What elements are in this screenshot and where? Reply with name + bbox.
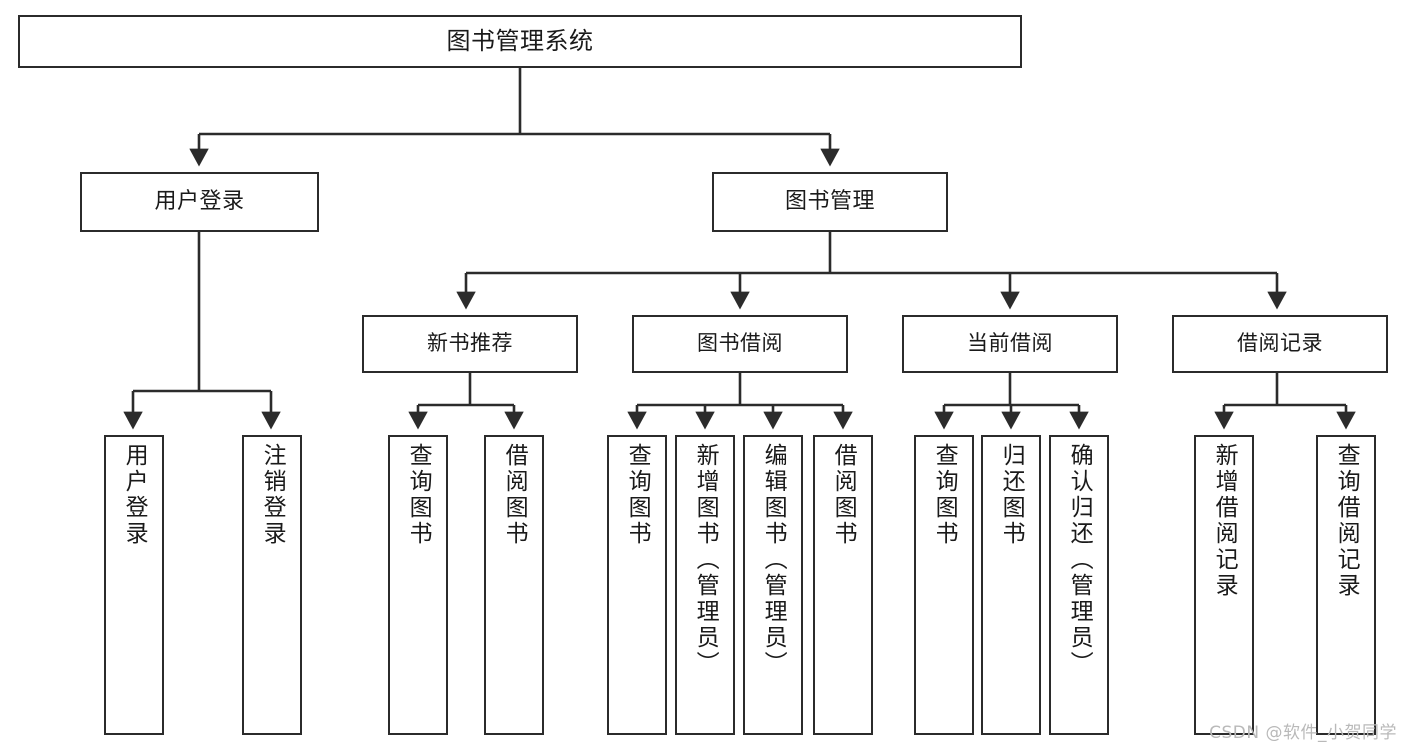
leaf-current-confirm-return-admin[interactable]: 确认归还（管理员） [1049, 435, 1109, 735]
node-label: 新增图书（管理员） [692, 443, 719, 677]
node-label: 查询图书 [931, 443, 958, 547]
node-label: 图书管理系统 [446, 27, 594, 56]
node-label: 查询借阅记录 [1333, 443, 1360, 599]
node-label: 用户登录 [154, 188, 245, 214]
node-label: 用户登录 [121, 443, 148, 547]
leaf-borrow-query-book[interactable]: 查询图书 [607, 435, 667, 735]
leaf-borrow-borrow-book[interactable]: 借阅图书 [813, 435, 873, 735]
leaf-newbook-borrow-book[interactable]: 借阅图书 [484, 435, 544, 735]
leaf-borrow-edit-book-admin[interactable]: 编辑图书（管理员） [743, 435, 803, 735]
node-label: 借阅图书 [501, 443, 528, 547]
node-book-management[interactable]: 图书管理 [712, 172, 948, 232]
node-label: 图书管理 [784, 188, 875, 214]
node-user-login[interactable]: 用户登录 [80, 172, 319, 232]
leaf-record-add-borrow-record[interactable]: 新增借阅记录 [1194, 435, 1254, 735]
node-label: 新增借阅记录 [1211, 443, 1238, 599]
node-borrow-record[interactable]: 借阅记录 [1172, 315, 1388, 373]
leaf-record-query-borrow-record[interactable]: 查询借阅记录 [1316, 435, 1376, 735]
node-label: 查询图书 [624, 443, 651, 547]
node-root-system[interactable]: 图书管理系统 [18, 15, 1022, 68]
node-new-book-recommend[interactable]: 新书推荐 [362, 315, 578, 373]
node-label: 当前借阅 [967, 331, 1053, 356]
leaf-user-logout[interactable]: 注销登录 [242, 435, 302, 735]
node-current-borrow[interactable]: 当前借阅 [902, 315, 1118, 373]
leaf-current-query-book[interactable]: 查询图书 [914, 435, 974, 735]
node-label: 确认归还（管理员） [1066, 443, 1093, 677]
node-label: 编辑图书（管理员） [760, 443, 787, 677]
leaf-newbook-query-book[interactable]: 查询图书 [388, 435, 448, 735]
node-label: 图书借阅 [697, 331, 783, 356]
node-label: 新书推荐 [427, 331, 513, 356]
leaf-borrow-add-book-admin[interactable]: 新增图书（管理员） [675, 435, 735, 735]
node-label: 注销登录 [259, 443, 286, 547]
node-label: 借阅图书 [830, 443, 857, 547]
node-book-borrow[interactable]: 图书借阅 [632, 315, 848, 373]
leaf-user-login[interactable]: 用户登录 [104, 435, 164, 735]
node-label: 归还图书 [998, 443, 1025, 547]
node-label: 查询图书 [405, 443, 432, 547]
leaf-current-return-book[interactable]: 归还图书 [981, 435, 1041, 735]
node-label: 借阅记录 [1237, 331, 1323, 356]
